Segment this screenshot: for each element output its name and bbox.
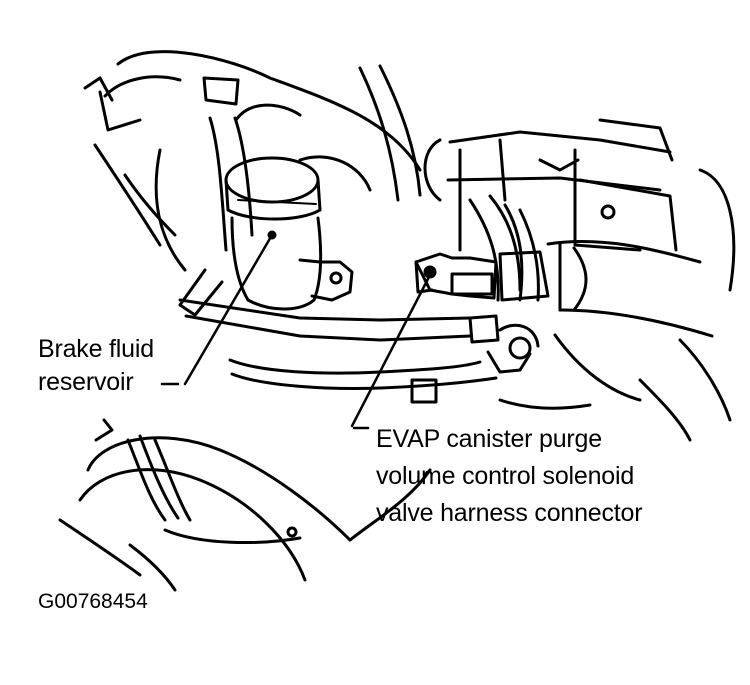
brake-fluid-reservoir (224, 156, 354, 311)
brake-fluid-reservoir-label: Brake fluid reservoir (38, 333, 154, 399)
evap-label-line-1: EVAP canister purge (376, 425, 602, 453)
intake-duct-right (410, 168, 736, 442)
brake-label-line-2: reservoir (38, 368, 134, 396)
throttle-body-housing (423, 118, 678, 252)
lower-intake-hose (58, 418, 432, 592)
evap-connector-leader (350, 273, 432, 428)
leader-lines (160, 233, 432, 430)
brake-fluid-leader (183, 233, 274, 386)
evap-connector-label: EVAP canister purge volume control solen… (376, 421, 643, 532)
brake-label-line-1: Brake fluid (38, 335, 154, 363)
vertical-hose (202, 64, 422, 252)
figure-id: G00768454 (38, 590, 148, 613)
evap-solenoid-assembly (414, 250, 550, 374)
brake-lines (178, 268, 498, 390)
corrugated-hose (468, 194, 540, 302)
evap-label-line-2: volume control solenoid (376, 462, 635, 490)
evap-label-line-3: valve harness connector (376, 499, 643, 527)
